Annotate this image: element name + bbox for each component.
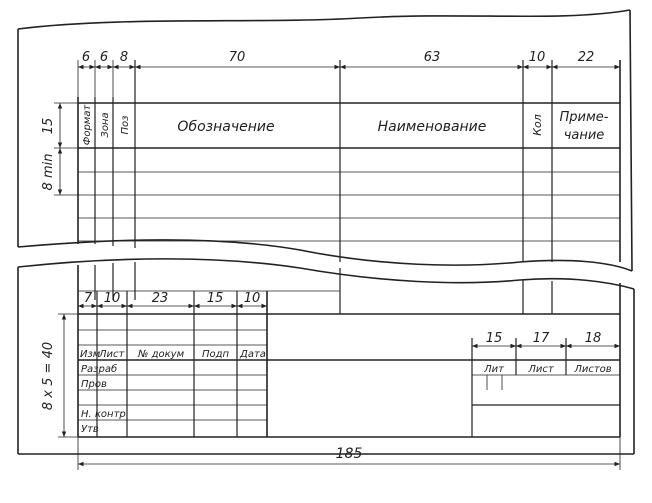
header-designation: Обозначение [177,119,274,135]
tb-row-developed: Разраб [81,363,117,375]
tb-row-approved: Утв [81,424,99,435]
upper-sheet-outline [17,9,633,272]
header-zone: Зона [100,112,111,137]
tb-right-sheets: Листов [573,364,611,375]
header-note-line1: Приме- [560,110,609,125]
dim-col-note: 22 [578,50,595,65]
upper-header-labels: Формат Зона Поз Обозначение Наименование… [82,104,609,146]
dim-tb-sign: 15 [207,291,224,306]
tb-header-docno: № докум [137,349,185,360]
upper-dimension-lines [57,64,620,195]
dim-tb-change: 7 [84,291,93,306]
lower-sheet-outline [17,258,635,455]
tb-right-lit: Лит [483,364,505,375]
dim-tb-date: 10 [244,291,261,306]
dim-col-format: 6 [82,50,90,65]
header-pos: Поз [120,116,131,135]
dim-tb-sheet: 10 [104,291,121,306]
header-qty: Кол [531,114,544,136]
upper-table-grid [54,60,621,262]
dim-col-qty: 10 [529,50,546,65]
dim-tb-lit: 15 [486,331,503,346]
dim-row-height: 8 min [41,154,56,191]
dim-header-height: 15 [41,118,56,135]
title-block-grid [58,291,621,470]
dim-col-zone: 6 [100,50,108,65]
dim-col-name: 63 [424,50,441,65]
dim-col-pos: 8 [120,50,128,65]
tb-row-checked: Пров [81,379,107,390]
tb-header-sign: Подп [202,349,230,360]
header-name: Наименование [378,119,487,135]
title-block-labels: Изм Лист № докум Подп Дата Разраб Пров Н… [80,349,612,435]
lower-dimension-lines [61,303,620,467]
tb-header-date: Дата [239,349,266,360]
dim-tb-rsheet: 17 [533,331,550,346]
tb-row-normcontrol: Н. контр [81,409,126,420]
dim-col-designation: 70 [229,50,246,65]
tb-header-sheet: Лист [98,349,126,360]
dim-total-width: 185 [336,446,363,462]
header-format: Формат [82,104,93,146]
lower-dimension-labels: 7 10 23 15 10 15 17 18 8 x 5 = 40 185 [41,291,601,462]
tb-header-change: Изм [80,349,101,360]
dim-tb-height: 8 x 5 = 40 [41,342,56,410]
tb-right-sheet: Лист [527,364,555,375]
dim-tb-rsheets: 18 [585,331,602,346]
upper-dimension-labels: 6 6 8 70 63 10 22 15 8 min [41,50,594,190]
dim-tb-docno: 23 [152,291,169,306]
header-note-line2: чание [564,128,605,143]
